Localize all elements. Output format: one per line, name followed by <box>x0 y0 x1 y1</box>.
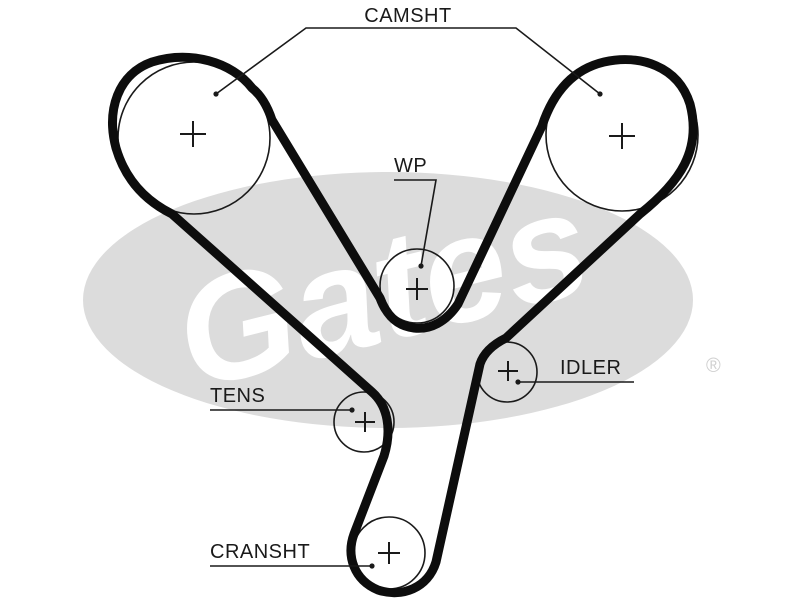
pulley-centres <box>180 121 635 564</box>
cross-icon <box>609 123 635 149</box>
idler-label: IDLER <box>560 357 621 379</box>
gates-logo-watermark: Gates ® <box>83 157 721 428</box>
cross-icon <box>355 412 375 432</box>
water-pump-label: WP <box>394 155 427 177</box>
cross-icon <box>406 278 428 300</box>
camshaft-leader <box>215 27 601 95</box>
leader-lines <box>210 27 634 569</box>
logo-ellipse <box>83 172 693 428</box>
cross-icon <box>378 542 400 564</box>
water-pump-pulley <box>379 248 455 324</box>
tensioner-pulley <box>333 391 395 453</box>
crankshaft-label: CRANSHT <box>210 541 310 563</box>
tensioner-label: TENS <box>210 385 265 407</box>
timing-belt <box>108 52 698 598</box>
cross-icon <box>180 121 206 147</box>
water-pump-leader <box>394 179 437 267</box>
registered-mark: ® <box>706 355 721 377</box>
cross-icon <box>498 361 518 381</box>
camshaft-label: CAMSHT <box>364 5 451 27</box>
component-labels: CAMSHT WP TENS IDLER CRANSHT <box>210 5 621 563</box>
